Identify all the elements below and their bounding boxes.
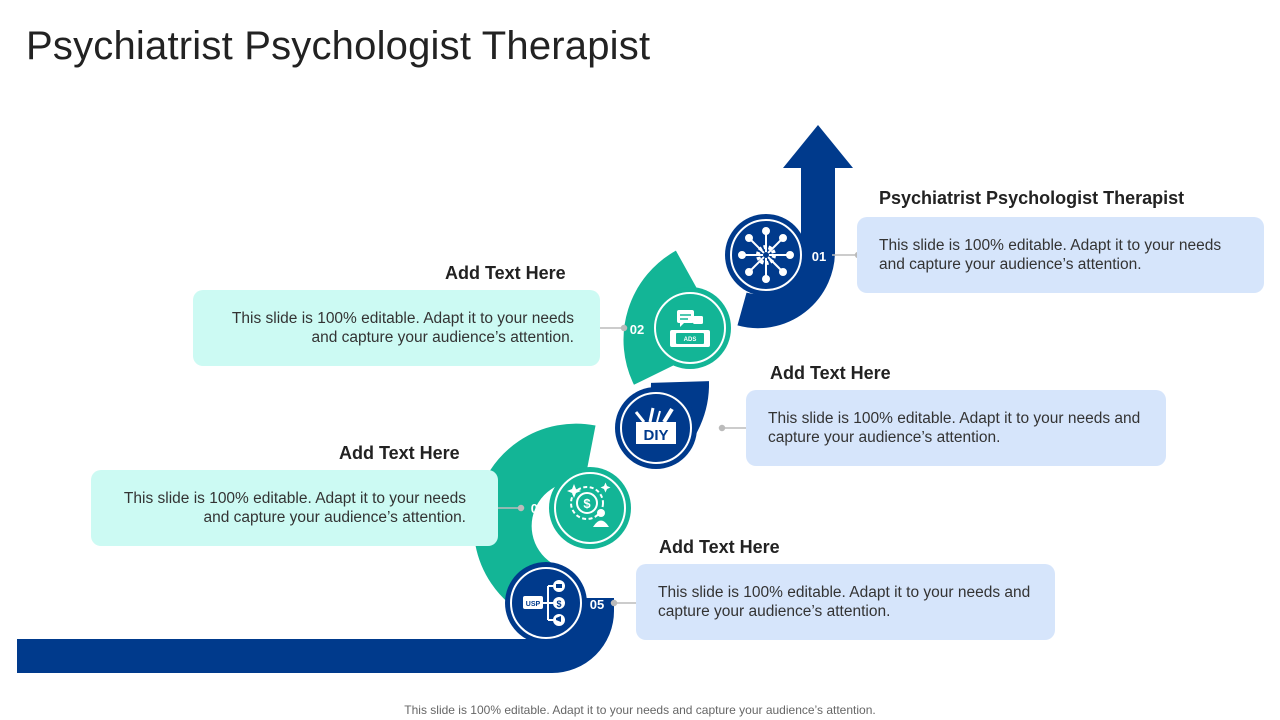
step-number-1: 01 — [812, 249, 826, 264]
step-2-textbox: This slide is 100% editable. Adapt it to… — [193, 290, 600, 366]
ads-display-icon: ADS — [670, 310, 710, 347]
step-circle-5: USP $ — [505, 562, 587, 644]
step-number-2: 02 — [630, 322, 644, 337]
svg-text:USP: USP — [526, 601, 541, 608]
step-2-text: This slide is 100% editable. Adapt it to… — [231, 310, 574, 346]
step-4-text: This slide is 100% editable. Adapt it to… — [123, 490, 466, 526]
usp-flow-icon: USP $ — [523, 580, 565, 626]
step-3-heading: Add Text Here — [770, 363, 891, 383]
step-circle-4: $ — [549, 467, 631, 549]
step-3-text: This slide is 100% editable. Adapt it to… — [768, 410, 1141, 446]
step-number-5: 05 — [590, 597, 604, 612]
path-segment-5 — [551, 598, 614, 673]
step-circle-2: ADS — [649, 287, 731, 369]
step-4-heading: Add Text Here — [339, 443, 460, 463]
step-number-3: 03 — [701, 422, 715, 437]
connector-3 — [718, 424, 747, 432]
path-segment-1 — [737, 164, 835, 329]
connector-5 — [610, 599, 637, 607]
step-5-textbox: This slide is 100% editable. Adapt it to… — [636, 564, 1055, 640]
step-1-heading: Psychiatrist Psychologist Therapist — [879, 188, 1185, 208]
connector-4 — [497, 504, 525, 512]
network-gear-icon — [738, 227, 794, 283]
step-circle-3: DIY — [615, 387, 697, 469]
page-title: Psychiatrist Psychologist Therapist — [26, 24, 651, 68]
svg-text:DIY: DIY — [643, 427, 668, 444]
step-1-text: This slide is 100% editable. Adapt it to… — [879, 237, 1222, 273]
step-5-heading: Add Text Here — [659, 537, 780, 557]
svg-text:$: $ — [583, 496, 591, 511]
step-2-heading: Add Text Here — [445, 263, 566, 283]
dollar-target-icon: $ — [567, 482, 611, 527]
footer-note: This slide is 100% editable. Adapt it to… — [404, 703, 876, 717]
step-circle-1 — [725, 214, 807, 296]
step-1-textbox: This slide is 100% editable. Adapt it to… — [857, 217, 1264, 293]
step-3-textbox: This slide is 100% editable. Adapt it to… — [746, 390, 1166, 466]
diy-tools-icon: DIY — [634, 407, 676, 444]
svg-text:$: $ — [556, 599, 561, 609]
step-4-textbox: This slide is 100% editable. Adapt it to… — [91, 470, 498, 546]
svg-text:ADS: ADS — [684, 337, 697, 343]
connector-2 — [599, 324, 628, 332]
step-5-text: This slide is 100% editable. Adapt it to… — [658, 584, 1031, 620]
step-number-4: 04 — [531, 501, 546, 516]
arrow-head — [783, 125, 853, 168]
